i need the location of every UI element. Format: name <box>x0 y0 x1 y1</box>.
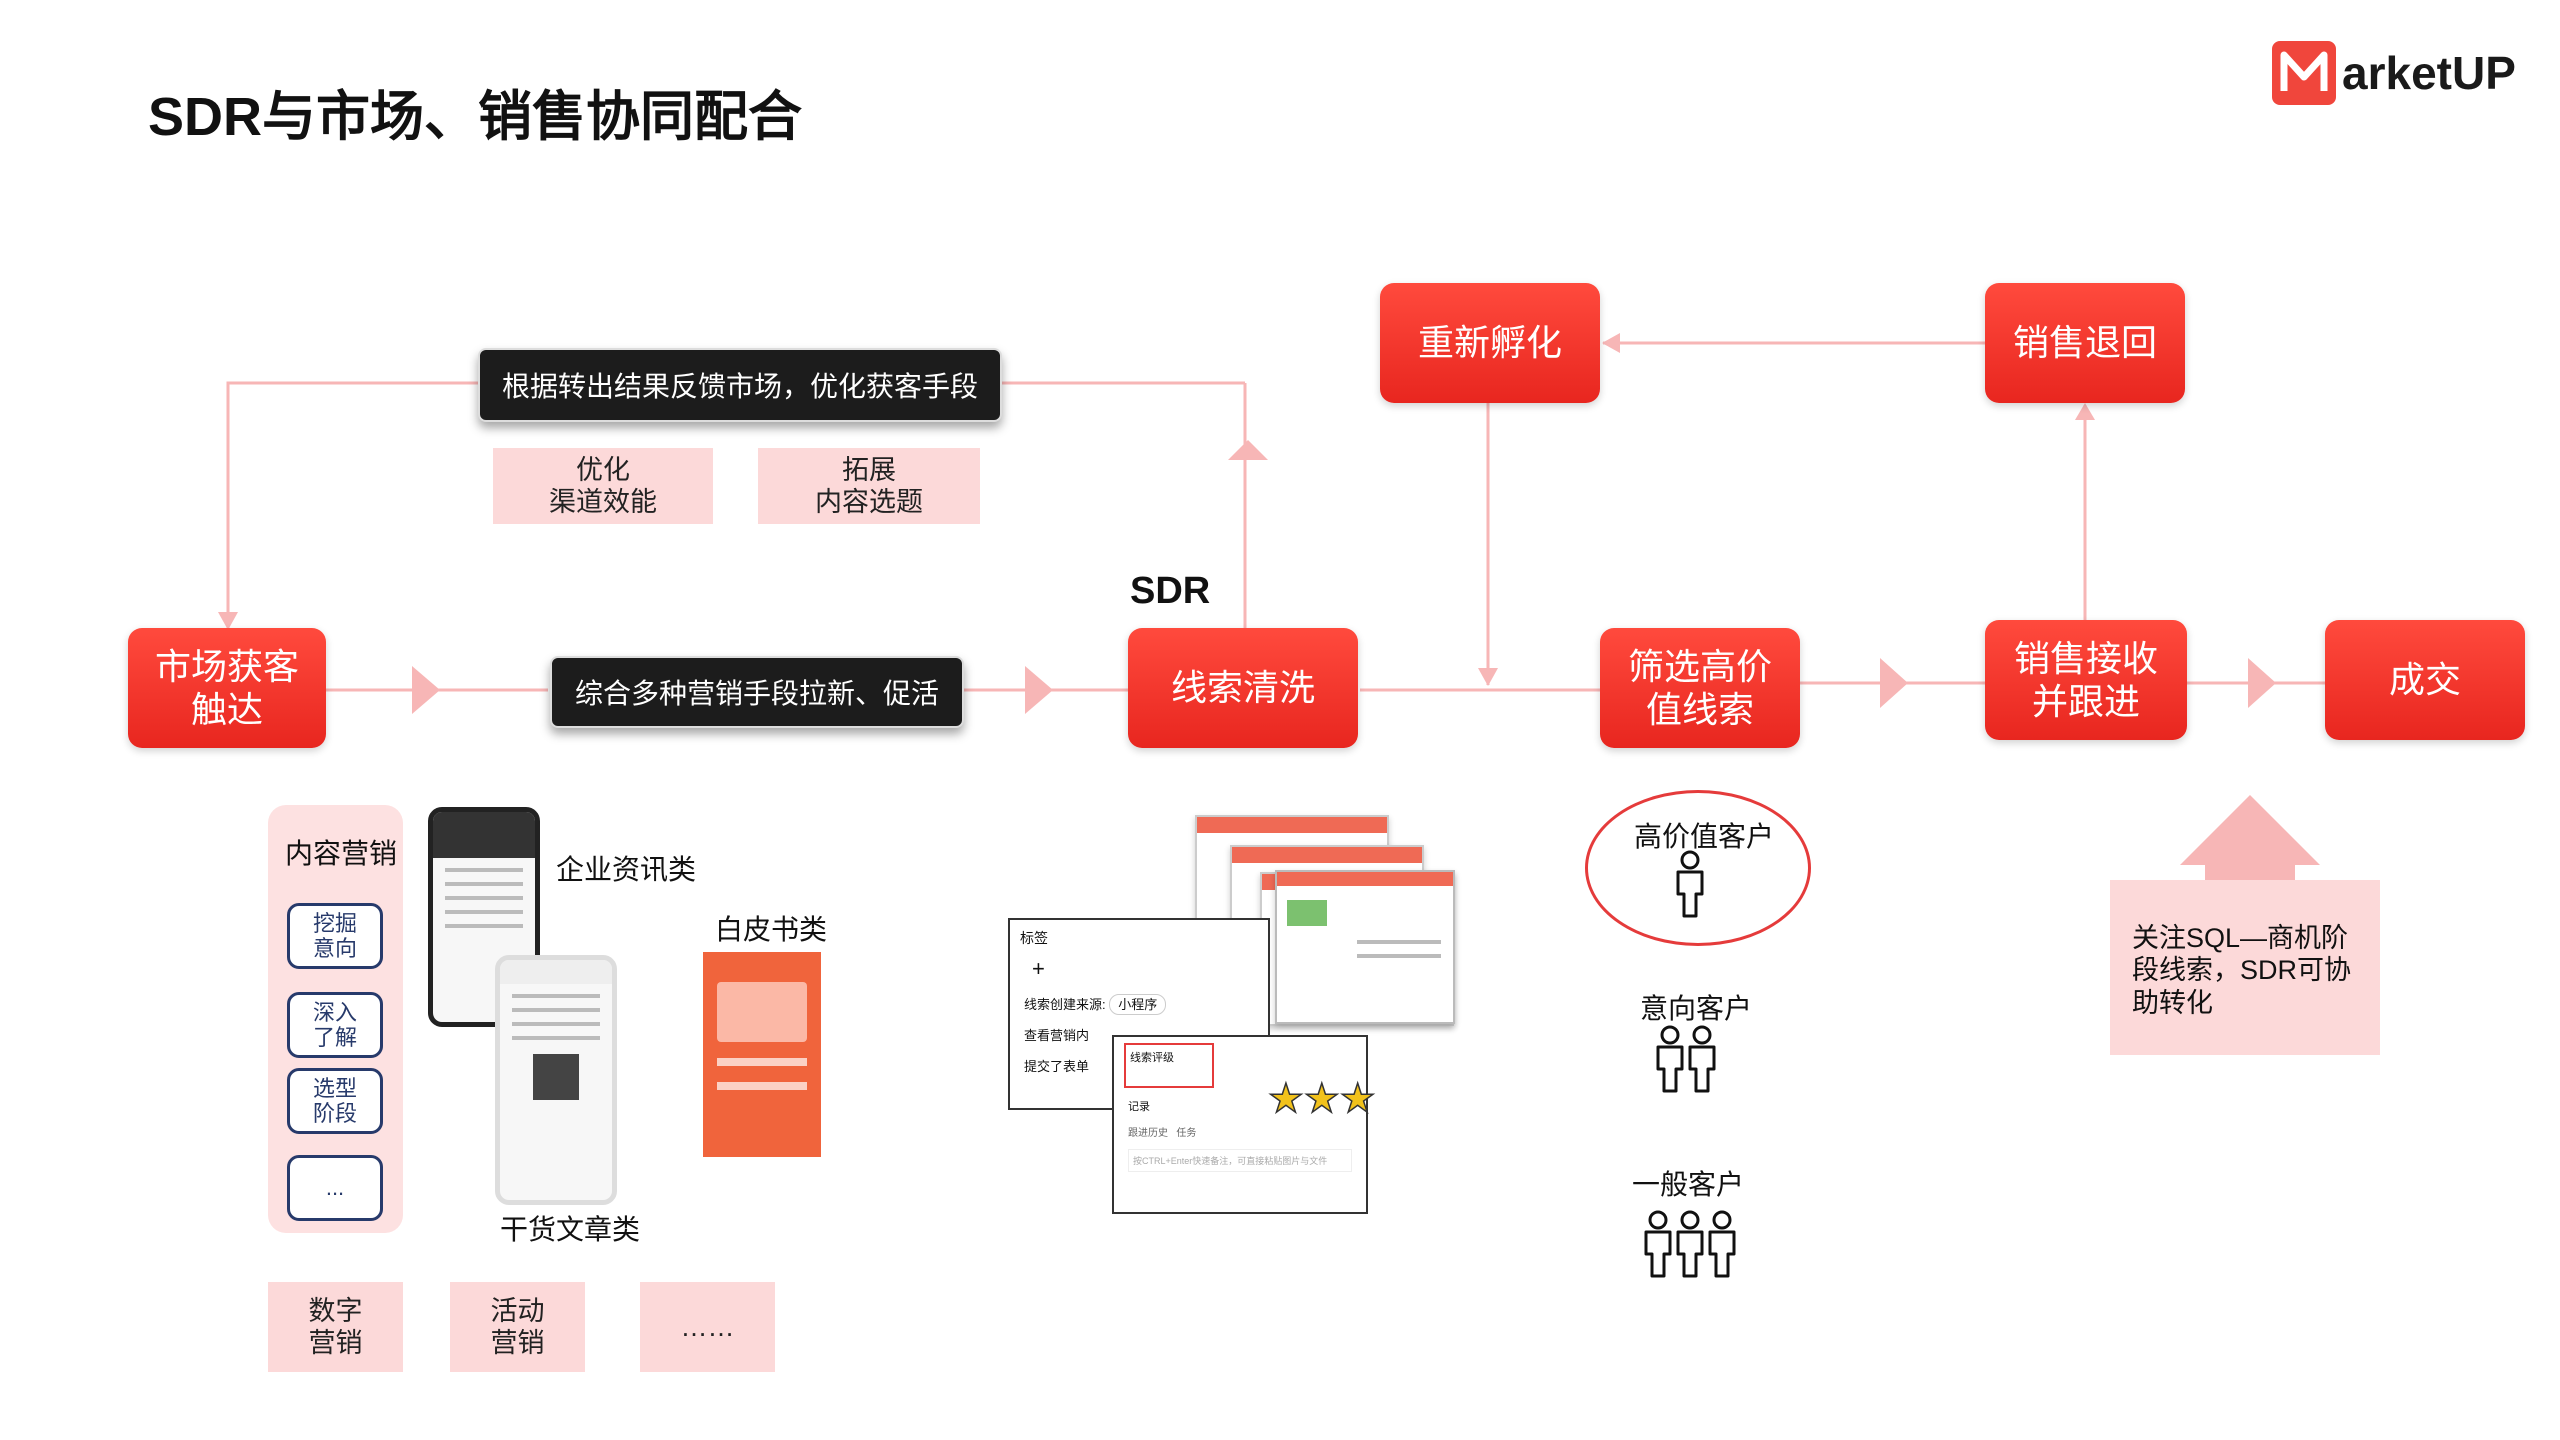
person-icon <box>1688 1025 1716 1093</box>
crm-tags-label: 标签 <box>1020 930 1048 946</box>
crm-record-label: 记录 <box>1128 1101 1150 1113</box>
person-icon <box>1676 1210 1704 1278</box>
crm-row-source-text: 线索创建来源: <box>1024 997 1106 1012</box>
crm-record-input[interactable]: 按CTRL+Enter快速备注，可直接粘贴图片与文件 <box>1128 1149 1352 1172</box>
logo-m-icon <box>2272 41 2336 105</box>
tag-event-marketing: 活动 营销 <box>450 1282 585 1372</box>
label-news: 企业资讯类 <box>556 854 697 885</box>
article-phone-mockup <box>495 955 617 1205</box>
crm-row-source: 线索创建来源: 小程序 <box>1024 994 1254 1015</box>
crm-row-content: 查看营销内 <box>1024 1028 1090 1043</box>
node-lead-cleaning: 线索清洗 <box>1128 628 1358 748</box>
sql-note-text: 关注SQL—商机阶段线索，SDR可协助转化 <box>2132 923 2352 1018</box>
label-intent-customer: 意向客户 <box>1640 993 1753 1024</box>
node-reincubate: 重新孵化 <box>1380 283 1600 403</box>
tag-more: …… <box>640 1282 775 1372</box>
pill-explore-intent: 挖掘 意向 <box>287 903 383 969</box>
whitepaper-cover <box>703 952 821 1157</box>
pill-deep-understand: 深入 了解 <box>287 992 383 1058</box>
crm-score-panel: 线索评级 记录 跟进历史 任务 按CTRL+Enter快速备注，可直接粘贴图片与… <box>1112 1035 1368 1214</box>
pill-selection-stage: 选型 阶段 <box>287 1068 383 1134</box>
high-value-highlight-circle <box>1585 790 1811 946</box>
crm-add-icon[interactable]: + <box>1032 956 1045 981</box>
label-high-value-customer: 高价值客户 <box>1634 821 1775 852</box>
browser-card-main <box>1275 870 1455 1024</box>
pill-more: ... <box>287 1155 383 1221</box>
logo-text: arketUP <box>2342 47 2516 99</box>
person-icon <box>1656 1025 1684 1093</box>
crm-tab-tasks[interactable]: 任务 <box>1176 1128 1197 1139</box>
sql-note-box: 关注SQL—商机阶段线索，SDR可协助转化 <box>2110 880 2380 1055</box>
tag-expand-content: 拓展 内容选题 <box>758 448 980 524</box>
node-sales-return: 销售退回 <box>1985 283 2185 403</box>
crm-score-box: 线索评级 <box>1124 1043 1214 1088</box>
person-icon <box>1676 850 1704 918</box>
node-screen-high-value: 筛选高价 值线索 <box>1600 628 1800 748</box>
marketup-logo: arketUP <box>2272 38 2516 108</box>
combine-marketing-box: 综合多种营销手段拉新、促活 <box>550 656 964 728</box>
node-deal: 成交 <box>2325 620 2525 740</box>
person-icon <box>1708 1210 1736 1278</box>
node-sales-accept: 销售接收 并跟进 <box>1985 620 2187 740</box>
label-general-customer: 一般客户 <box>1632 1169 1745 1200</box>
rating-stars-icon: ★★★ <box>1267 1076 1376 1122</box>
content-marketing-title: 内容营销 <box>285 838 398 869</box>
label-article: 干货文章类 <box>500 1214 641 1245</box>
tag-digital-marketing: 数字 营销 <box>268 1282 403 1372</box>
node-market-acquisition: 市场获客 触达 <box>128 628 326 748</box>
crm-tab-history[interactable]: 跟进历史 <box>1128 1128 1168 1139</box>
crm-row-form: 提交了表单 <box>1024 1059 1090 1074</box>
label-whitepaper: 白皮书类 <box>715 914 828 945</box>
feedback-box: 根据转出结果反馈市场，优化获客手段 <box>478 348 1002 422</box>
sdr-label: SDR <box>1130 570 1211 612</box>
tag-optimize-channel: 优化 渠道效能 <box>493 448 713 524</box>
crm-source-value: 小程序 <box>1109 994 1167 1015</box>
person-icon <box>1644 1210 1672 1278</box>
page-title: SDR与市场、销售协同配合 <box>148 87 803 147</box>
